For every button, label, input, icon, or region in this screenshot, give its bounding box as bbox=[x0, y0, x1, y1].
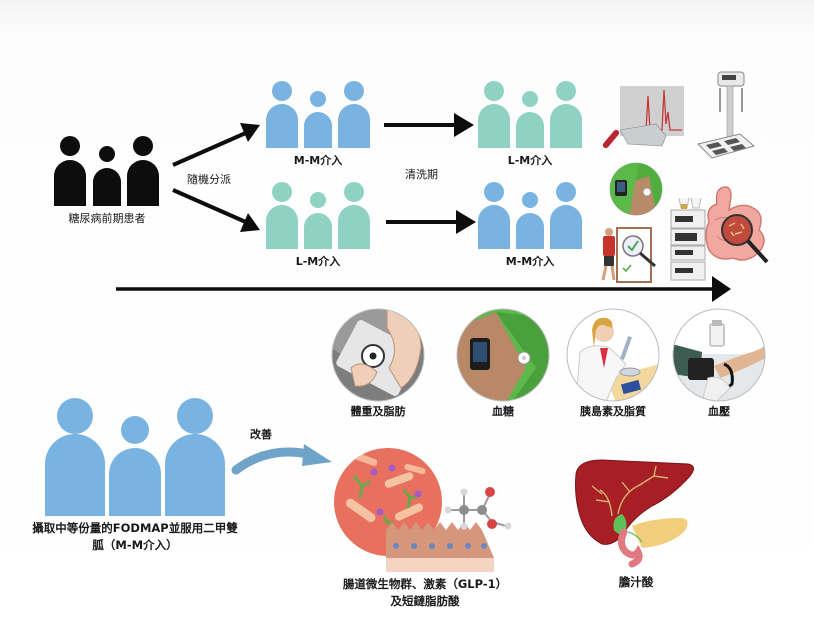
phase1-lm-group-icon bbox=[264, 181, 372, 249]
questionnaire-checklist-icon bbox=[601, 227, 656, 283]
gut-microbiota-scfa-icon bbox=[334, 448, 512, 572]
phase2-mm-group-icon bbox=[476, 181, 584, 249]
phase1-upper-label: M-M介入 bbox=[293, 154, 343, 167]
improve-label: 改善 bbox=[250, 428, 272, 441]
chromatography-sample-icon bbox=[602, 86, 684, 149]
mm-intervention-group-icon bbox=[43, 398, 227, 516]
washout-arrow-lower bbox=[386, 210, 476, 234]
outcome-label-blood-glucose: 血糖 bbox=[492, 405, 514, 418]
mm-intervention-group-label: 攝取中等份量的FODMAP並服用二甲雙 胍（M-M介入） bbox=[10, 520, 260, 554]
randomization-arrow-down bbox=[172, 188, 260, 232]
group-label-line2: 胍（M-M介入） bbox=[92, 538, 178, 552]
people-icon bbox=[478, 81, 582, 148]
curved-improvement-arrow bbox=[231, 444, 332, 475]
phase2-lower-label: M-M介入 bbox=[505, 255, 555, 268]
blood-pressure-cuff-icon bbox=[672, 308, 766, 402]
hplc-instrument-icon bbox=[670, 197, 706, 281]
glucose-sensor-icon bbox=[456, 308, 550, 402]
people-icon bbox=[54, 136, 159, 206]
outcome-label-insulin-lipids: 胰島素及脂質 bbox=[580, 405, 646, 418]
randomization-label: 隨機分派 bbox=[187, 173, 231, 186]
outcome-label-weight-fat: 體重及脂肪 bbox=[350, 405, 406, 418]
body-composition-scale-icon bbox=[697, 71, 756, 159]
phase2-upper-label: L-M介入 bbox=[507, 154, 553, 167]
bile-acid-label: 膽汁酸 bbox=[618, 575, 654, 589]
people-icon bbox=[266, 81, 370, 148]
gut-label-line2: 及短鏈脂肪酸 bbox=[390, 594, 460, 608]
timeline-arrow bbox=[116, 276, 731, 302]
washout-arrow-upper bbox=[384, 113, 474, 137]
gut-label-line1: 腸道微生物群、激素（GLP-1） bbox=[342, 577, 508, 591]
gut-microbiome-magnifier-icon bbox=[705, 186, 769, 264]
phase2-lm-group-icon bbox=[476, 80, 584, 148]
glucose-monitor-icon bbox=[609, 162, 663, 216]
people-icon bbox=[478, 182, 582, 249]
patients-label: 糖尿病前期患者 bbox=[68, 212, 146, 225]
lab-technician-icon bbox=[566, 308, 660, 402]
group-label-line1: 攝取中等份量的FODMAP並服用二甲雙 bbox=[32, 521, 238, 535]
weighing-scale-icon bbox=[331, 308, 425, 402]
phase1-mm-group-icon bbox=[264, 80, 372, 148]
outcome-label-blood-pressure: 血壓 bbox=[708, 405, 730, 418]
people-icon bbox=[266, 182, 370, 249]
washout-label: 清洗期 bbox=[405, 168, 438, 181]
phase1-lower-label: L-M介入 bbox=[295, 255, 341, 268]
gut-outcome-label: 腸道微生物群、激素（GLP-1） 及短鏈脂肪酸 bbox=[320, 576, 530, 610]
liver-pancreas-icon bbox=[575, 459, 694, 568]
people-icon bbox=[45, 398, 225, 516]
randomization-arrow-up bbox=[172, 123, 260, 167]
patients-group-icon bbox=[52, 134, 162, 206]
